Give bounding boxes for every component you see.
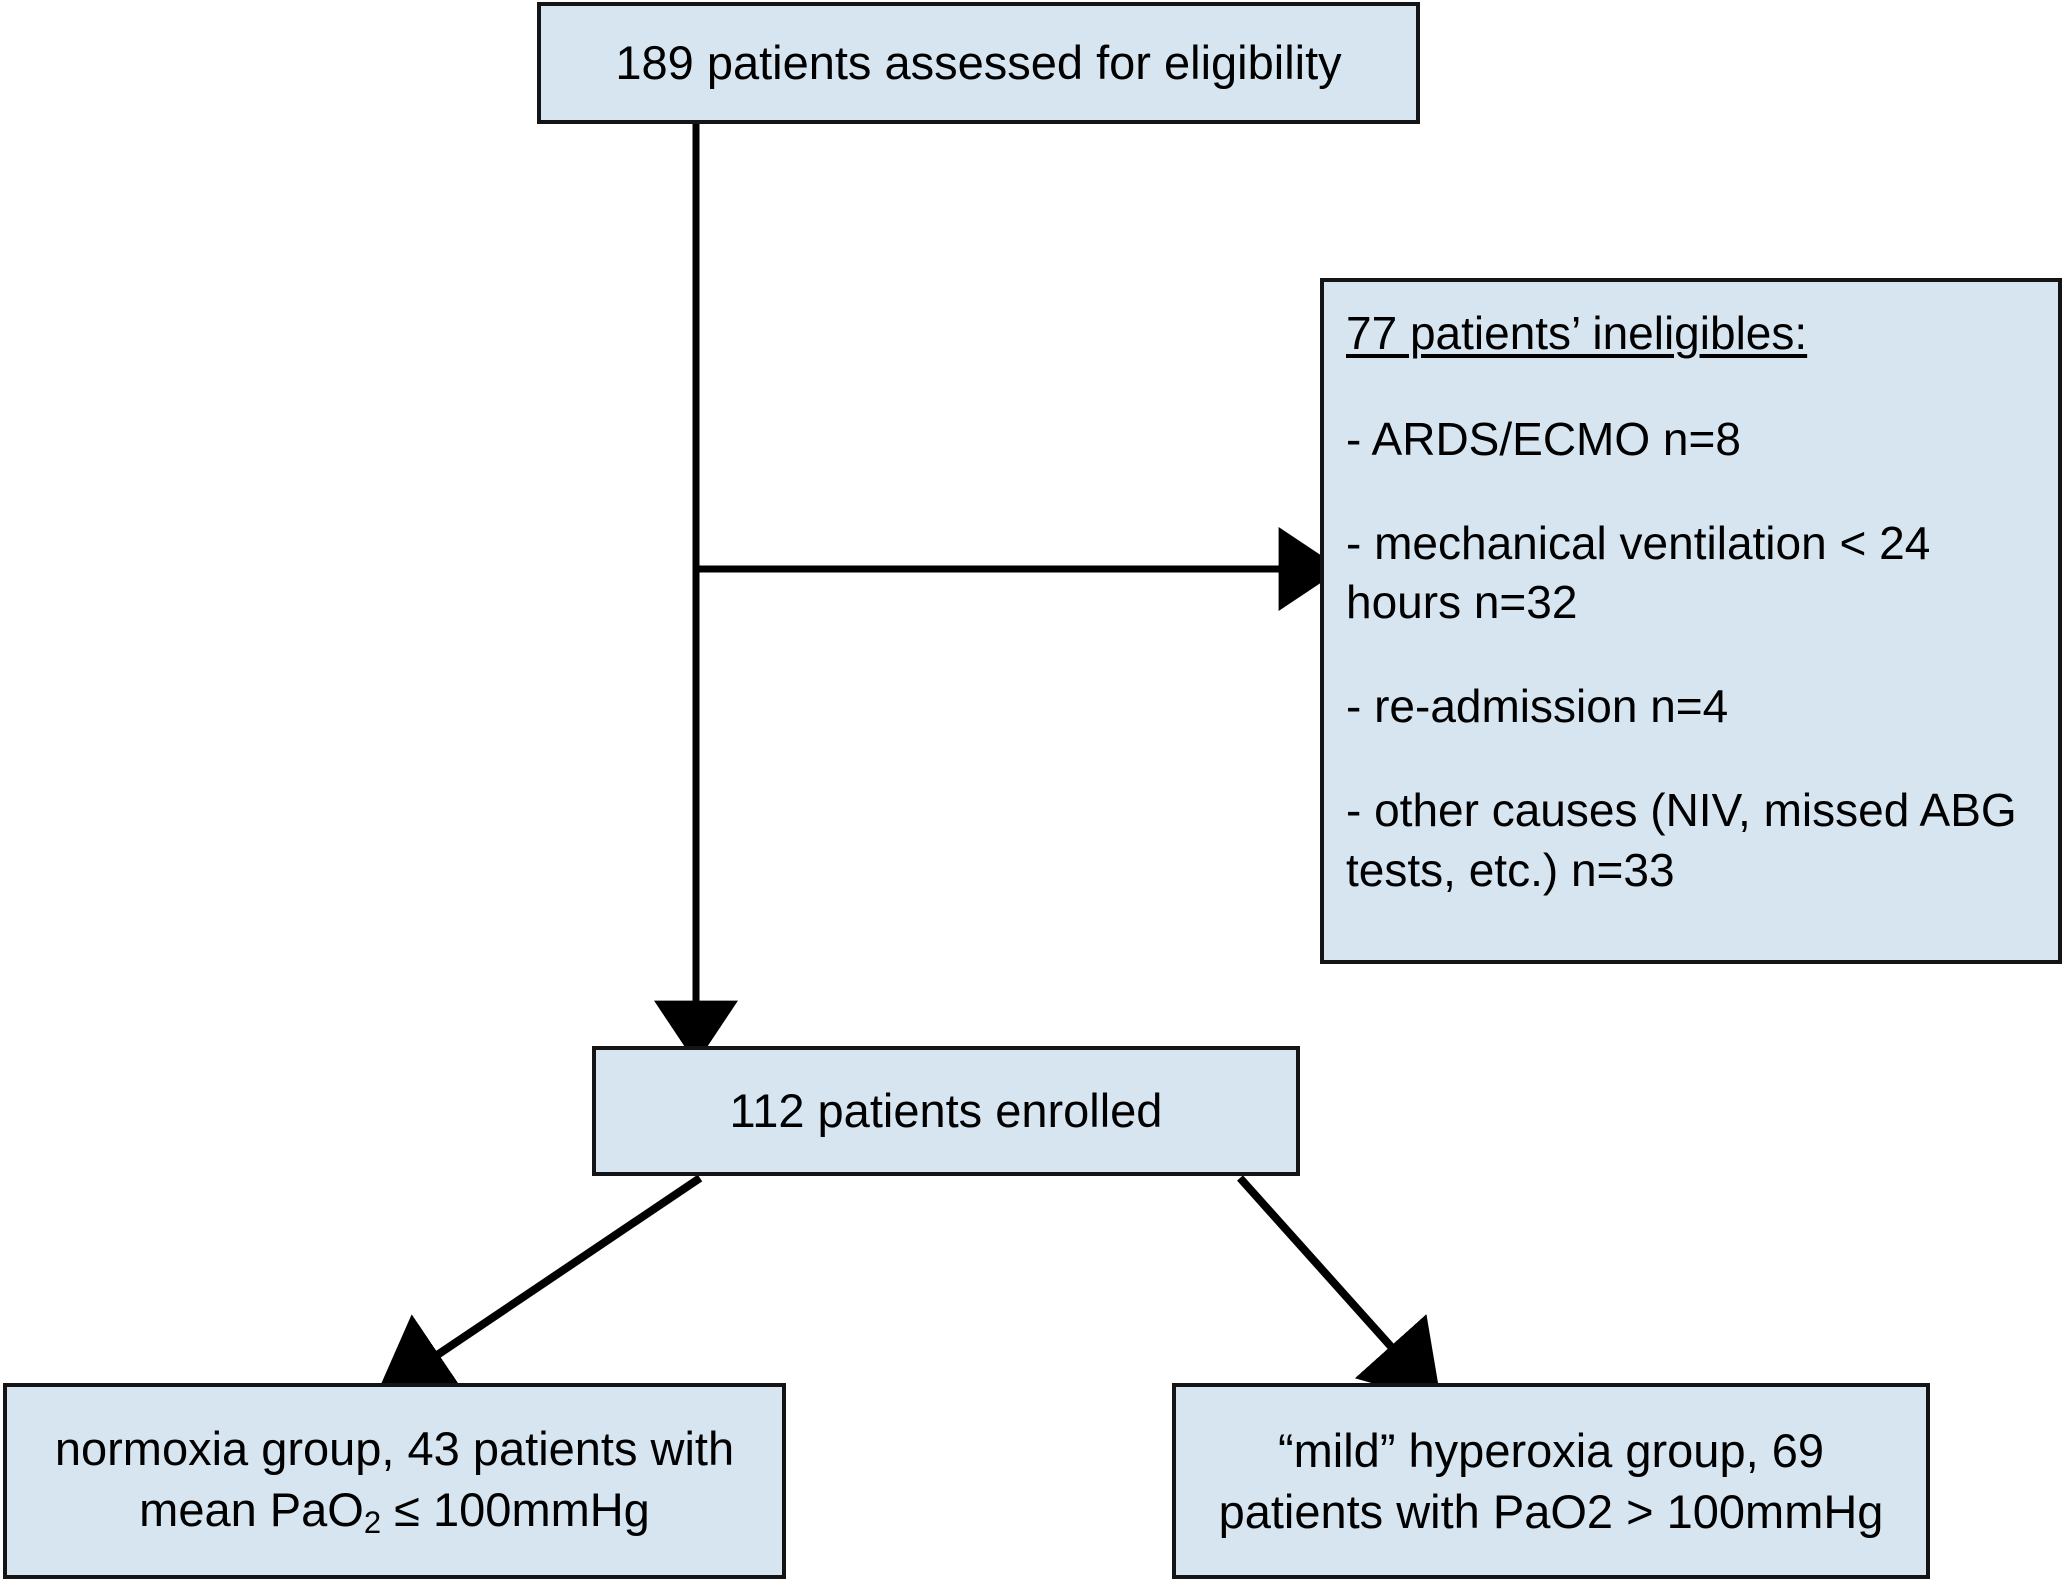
node-normoxia-group-line1: normoxia group, 43 patients with — [54, 1422, 735, 1476]
ineligible-reason-other-line1: - other causes (NIV, missed ABG — [1346, 783, 2017, 836]
node-hyperoxia-group[interactable]: “mild” hyperoxia group, 69 patients with… — [1172, 1383, 1930, 1579]
node-normoxia-group-line2: mean PaO2 ≤ 100mmHg — [139, 1479, 650, 1543]
ineligible-reason-readmission: - re-admission n=4 — [1346, 677, 1728, 737]
node-normoxia-group-line2-prefix: mean PaO — [139, 1483, 364, 1537]
arrow-enrolled-to-normoxia — [375, 1174, 703, 1397]
ineligible-heading: 77 patients’ ineligibles: — [1346, 307, 1808, 359]
ineligible-reason-ventilation-line2: hours n=32 — [1346, 576, 1578, 629]
ineligible-reason-other: - other causes (NIV, missed ABG tests, e… — [1346, 781, 2017, 901]
ineligible-reason-ventilation-line1: - mechanical ventilation < 24 — [1346, 516, 1931, 569]
ineligible-reason-other-line2: tests, etc.) n=33 — [1346, 843, 1675, 896]
node-patients-enrolled[interactable]: 112 patients enrolled — [592, 1046, 1300, 1176]
ineligible-reason-readmission-line1: - re-admission n=4 — [1346, 680, 1729, 733]
node-hyperoxia-group-line1: “mild” hyperoxia group, 69 — [1278, 1423, 1824, 1477]
node-normoxia-group-line2-subscript: 2 — [363, 1505, 382, 1541]
node-patients-assessed-label: 189 patients assessed for eligibility — [615, 36, 1342, 90]
node-ineligible-patients[interactable]: 77 patients’ ineligibles: - ARDS/ECMO n=… — [1320, 278, 2062, 964]
ineligible-reason-ards: - ARDS/ECMO n=8 — [1346, 410, 1741, 470]
ineligible-reason-ventilation: - mechanical ventilation < 24 hours n=32 — [1346, 514, 1930, 634]
node-hyperoxia-group-line2: patients with PaO2 > 100mmHg — [1218, 1485, 1884, 1538]
node-patients-enrolled-label: 112 patients enrolled — [729, 1084, 1163, 1138]
node-normoxia-group-line2-suffix: ≤ 100mmHg — [381, 1483, 650, 1537]
node-normoxia-group[interactable]: normoxia group, 43 patients with mean Pa… — [3, 1383, 786, 1579]
node-patients-assessed[interactable]: 189 patients assessed for eligibility — [537, 2, 1420, 124]
arrow-enrolled-to-hyperoxia — [1237, 1175, 1442, 1403]
ineligible-reason-ards-line1: - ARDS/ECMO n=8 — [1346, 412, 1741, 465]
